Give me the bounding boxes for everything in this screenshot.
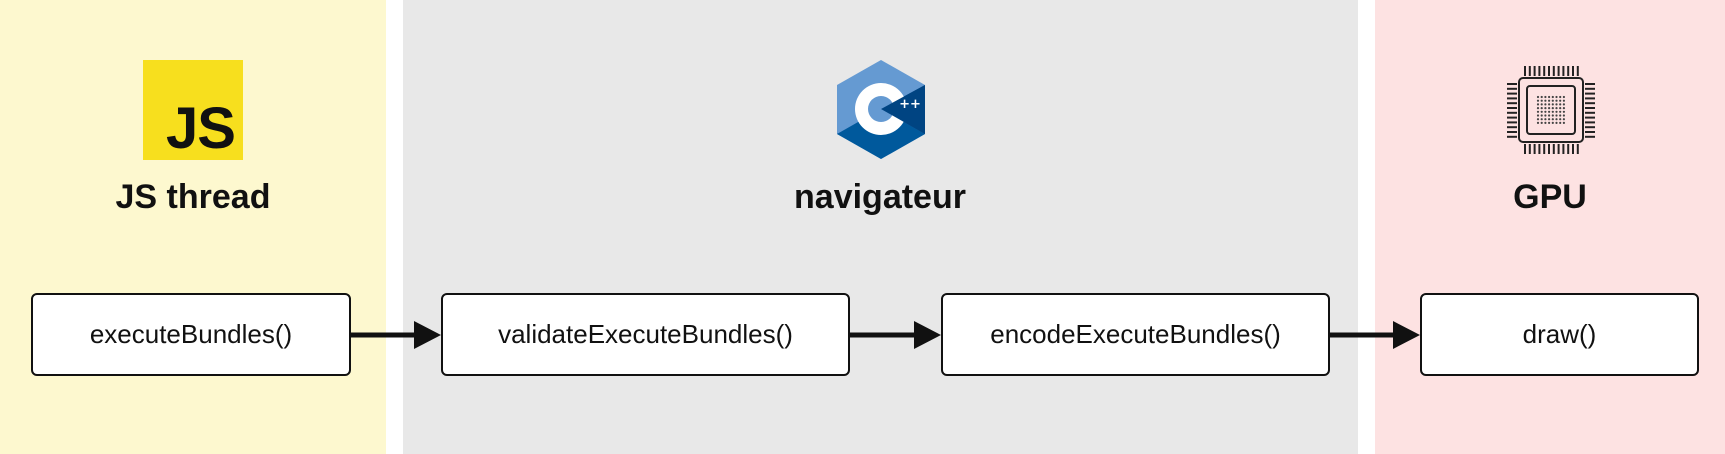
gpu-chip-icon — [1507, 66, 1595, 154]
node-validate-execute-bundles: validateExecuteBundles() — [441, 293, 850, 376]
node-encode-execute-bundles: encodeExecuteBundles() — [941, 293, 1330, 376]
node-draw: draw() — [1420, 293, 1699, 376]
arrow-validate-to-encode — [850, 321, 941, 349]
svg-text:++: ++ — [899, 97, 921, 112]
arrow-encode-to-draw — [1329, 321, 1420, 349]
arrow-execute-to-validate — [350, 321, 441, 349]
js-logo-text: JS — [166, 96, 236, 161]
cpp-logo-icon: ++ — [837, 60, 925, 159]
node-execute-bundles: executeBundles() — [31, 293, 351, 376]
lane-title-navigateur: navigateur — [794, 178, 966, 216]
lane-title-js-thread: JS thread — [115, 178, 271, 216]
javascript-logo-icon: JS — [143, 60, 243, 160]
lane-title-gpu: GPU — [1513, 178, 1587, 216]
